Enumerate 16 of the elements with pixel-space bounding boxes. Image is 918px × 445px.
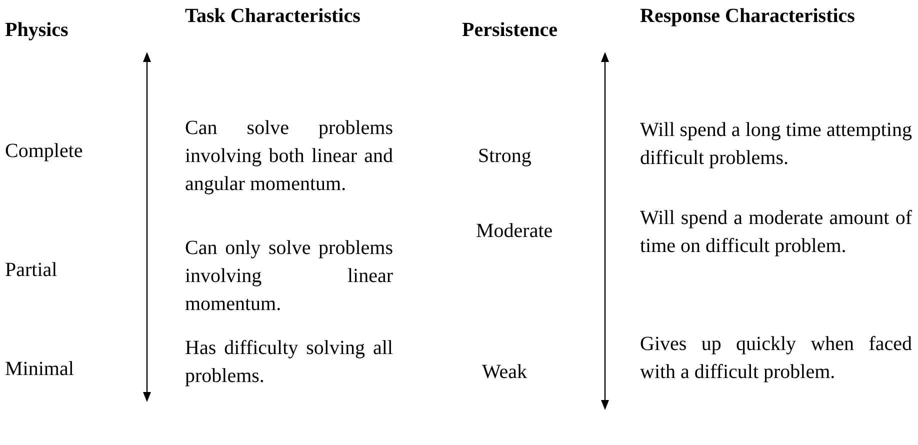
description-text: Can solve problems involving both linear and angular momentum.	[185, 116, 393, 197]
level-label: Minimal	[5, 357, 74, 382]
column-heading: Persistence	[462, 18, 558, 43]
column-heading: Task Characteristics	[185, 4, 362, 29]
level-label: Partial	[5, 258, 58, 283]
description-text: Has difficulty solving all problems.	[185, 336, 393, 389]
level-label: Complete	[5, 139, 83, 164]
description-text: Can only solve problems involving linear momentum.	[185, 236, 393, 317]
column-heading: Response Characteristics	[640, 4, 856, 29]
level-label: Weak	[482, 360, 528, 385]
description-text: Will spend a long time attempting difficult problems.	[640, 118, 912, 171]
level-label: Moderate	[476, 219, 553, 244]
column-heading: Physics	[5, 18, 68, 43]
description-text: Will spend a moderate amount of time on difficult problem.	[640, 206, 912, 259]
description-text: Gives up quickly when faced with a difficult problem.	[640, 332, 912, 385]
level-label: Strong	[478, 144, 532, 169]
